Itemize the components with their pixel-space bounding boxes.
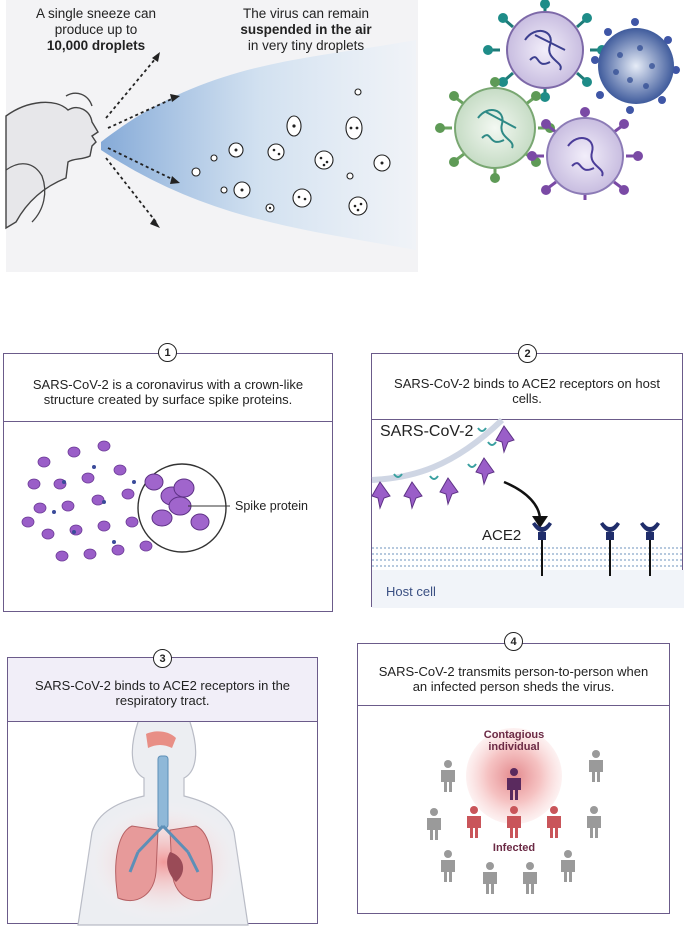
spike-protein-label: Spike protein [235, 499, 308, 513]
person-healthy [587, 806, 601, 838]
spike-glyph [69, 524, 83, 536]
spike-glyph [55, 550, 69, 562]
ace2-receptor [600, 522, 620, 576]
virus-particle-purple [527, 107, 643, 200]
spike-glyph [125, 516, 139, 528]
step-2-badge: 2 [518, 344, 537, 363]
ace2-receptor [532, 522, 552, 576]
spike-glyph [61, 500, 75, 512]
spike-glyph [33, 502, 47, 514]
sneeze-caption-left: A single sneeze can produce up to 10,000… [6, 6, 186, 54]
spike-glyph [41, 528, 55, 540]
spike-glyph [97, 520, 111, 532]
sneeze-drawing [5, 40, 416, 250]
step-2-panel: SARS-CoV-2 binds to ACE2 receptors on ho… [371, 353, 684, 608]
step-4-description: SARS-CoV-2 transmits person-to-person wh… [358, 644, 669, 706]
virus-particle-teal [483, 0, 607, 102]
spike-glyph [67, 446, 81, 458]
person-healthy [441, 760, 455, 792]
spike-glyph [21, 516, 35, 528]
virus-particle-blue [591, 18, 680, 114]
ace2-label: ACE2 [482, 527, 521, 544]
caption-line: produce up to [54, 22, 138, 37]
sneeze-illustration: A single sneeze can produce up to 10,000… [5, 0, 418, 272]
person-healthy [561, 850, 575, 882]
spike-glyph [97, 440, 111, 452]
virus-particle-green [435, 77, 555, 183]
spike-glyph [83, 548, 97, 560]
person-infected [507, 806, 521, 838]
spike-glyph [91, 494, 105, 506]
spike-glyph [139, 540, 153, 552]
transmission-diagram: Contagious individual Infected [427, 728, 603, 894]
respiratory-tract-diagram [77, 721, 249, 926]
step-3-description: SARS-CoV-2 binds to ACE2 receptors in th… [8, 658, 317, 722]
contagious-label-line1: Contagious [484, 729, 545, 741]
step-4-panel: SARS-CoV-2 transmits person-to-person wh… [357, 643, 670, 914]
step-3-panel: SARS-CoV-2 binds to ACE2 receptors in th… [7, 657, 318, 926]
spike-glyph [27, 478, 41, 490]
contagious-label-line2: individual [488, 741, 539, 753]
caption-line: The virus can remain [242, 6, 370, 21]
ace2-binding-diagram: SARS-CoV-2 ACE2 Host cell [371, 417, 684, 608]
host-cell-label: Host cell [386, 584, 436, 599]
caption-bold: suspended in the air [240, 22, 372, 37]
spike-glyph [113, 464, 127, 476]
step-1-badge: 1 [158, 343, 177, 362]
spike-glyph [81, 472, 95, 484]
step-1-panel: SARS-CoV-2 is a coronavirus with a crown… [3, 353, 333, 612]
spike-glyph [121, 488, 135, 500]
person-healthy [427, 808, 441, 840]
person-healthy [523, 862, 537, 894]
person-infected [467, 806, 481, 838]
person-contagious [507, 768, 521, 800]
sneeze-caption-right: The virus can remain suspended in the ai… [206, 6, 406, 54]
virus-cluster [435, 0, 680, 200]
step-4-badge: 4 [504, 632, 523, 651]
person-healthy [483, 862, 497, 894]
ace2-receptor [640, 522, 660, 576]
caption-line: in very tiny droplets [247, 38, 365, 53]
sars-cov-2-label: SARS-CoV-2 [380, 423, 473, 440]
person-healthy [441, 850, 455, 882]
spike-glyph [111, 544, 125, 556]
caption-line: A single sneeze can [35, 6, 157, 21]
step-1-description: SARS-CoV-2 is a coronavirus with a crown… [4, 354, 332, 422]
coronavirus-structure: Spike protein [21, 434, 308, 582]
infected-label: Infected [493, 842, 535, 854]
step-2-description: SARS-CoV-2 binds to ACE2 receptors on ho… [372, 354, 682, 420]
step-3-badge: 3 [153, 649, 172, 668]
person-healthy [589, 750, 603, 782]
caption-bold: 10,000 droplets [46, 38, 146, 53]
person-infected [547, 806, 561, 838]
spike-glyph [37, 456, 51, 468]
